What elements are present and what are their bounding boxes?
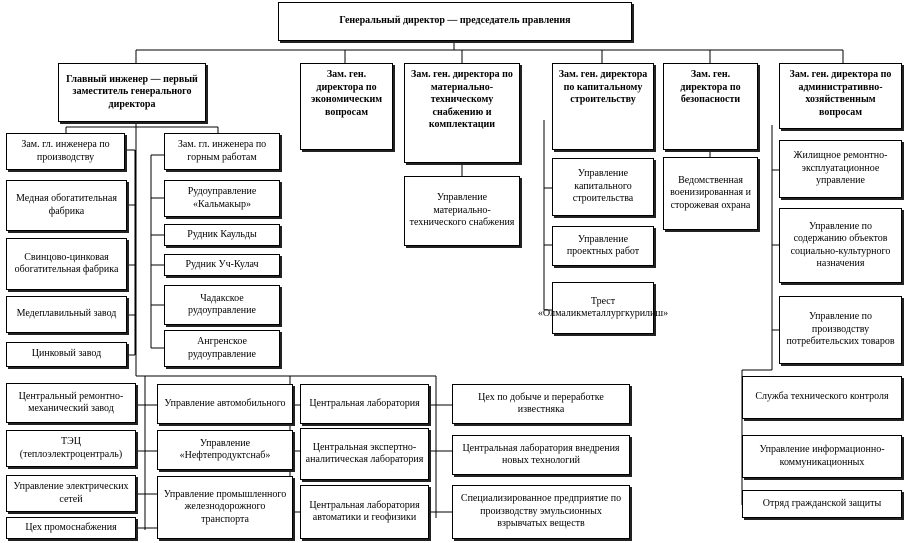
- bottom-col1-item: Цех промоснабжения: [6, 517, 136, 539]
- bottom-col3-item: Центральная лаборатория автоматики и гео…: [300, 485, 429, 539]
- admin-item: Жилищное ремонтно-эксплуатационное управ…: [779, 140, 902, 198]
- mining-item: Рудоуправление «Кальмакыр»: [164, 180, 280, 217]
- construction-item: Управление капитального строительства: [552, 158, 654, 216]
- construction-item: Трест «Олмаликметаллургкурилиш»: [538, 282, 668, 334]
- bottom-col4-item: Центральная лаборатория внедрения новых …: [452, 435, 630, 475]
- mining-head-box: Зам. гл. инженера по горным работам: [164, 133, 280, 170]
- bottom-col2-item: Управление промышленного железнодорожног…: [157, 476, 293, 539]
- production-item: Медеплавильный завод: [6, 296, 127, 333]
- mining-item: Рудник Каульды: [164, 224, 280, 246]
- admin-item: Управление по содержанию объектов социал…: [779, 208, 902, 283]
- bottom-col1-item: Управление электрических сетей: [6, 475, 136, 512]
- deputy-admin-box: Зам. ген. директора по административно-х…: [779, 63, 902, 129]
- deputy-security-box: Зам. ген. директора по безопасности: [663, 63, 758, 150]
- bottom-col4-item: Цех по добыче и переработке известняка: [452, 384, 630, 424]
- admin-more-item: Отряд гражданской защиты: [742, 490, 902, 518]
- admin-more-item: Служба технического контроля: [742, 376, 902, 419]
- bottom-col4-item: Специализированное предприятие по произв…: [452, 485, 630, 539]
- deputy-economic-box: Зам. ген. директора по экономическим воп…: [300, 63, 393, 150]
- admin-more-item: Управление информационно-коммуникационны…: [742, 435, 902, 478]
- mining-item: Рудник Уч-Кулач: [164, 254, 280, 276]
- bottom-col2-item: Управление автомобильного: [157, 384, 293, 424]
- bottom-col2-item: Управление «Нефтепродуктснаб»: [157, 430, 293, 470]
- bottom-col1-item: Центральный ремонтно-механический завод: [6, 383, 136, 423]
- mining-item: Ангренское рудоуправление: [164, 330, 280, 367]
- production-head-box: Зам. гл. инженера по производству: [6, 133, 125, 170]
- production-item: Медная обогатительная фабрика: [6, 180, 127, 231]
- mining-item: Чадакское рудоуправление: [164, 285, 280, 325]
- supply-sub-box: Управление материально-технического снаб…: [404, 176, 520, 246]
- deputy-supply-box: Зам. ген. директора по материально-техни…: [404, 63, 520, 163]
- bottom-col1-item: ТЭЦ (теплоэлектроцентраль): [6, 430, 136, 467]
- production-item: Свинцово-цинковая обогатительная фабрика: [6, 238, 127, 290]
- admin-item: Управление по производству потребительск…: [779, 296, 902, 364]
- bottom-col3-item: Центральная экспертно-аналитическая лабо…: [300, 428, 429, 480]
- bottom-col3-item: Центральная лаборатория: [300, 384, 429, 424]
- production-item: Цинковый завод: [6, 342, 127, 367]
- deputy-construction-box: Зам. ген. директора по капитальному стро…: [552, 63, 654, 150]
- construction-item: Управление проектных работ: [552, 226, 654, 266]
- security-sub-box: Ведомственная военизированная и сторожев…: [663, 157, 758, 230]
- chief-engineer-box: Главный инженер — первый заместитель ген…: [58, 63, 206, 122]
- ceo-box: Генеральный директор — председатель прав…: [278, 2, 632, 41]
